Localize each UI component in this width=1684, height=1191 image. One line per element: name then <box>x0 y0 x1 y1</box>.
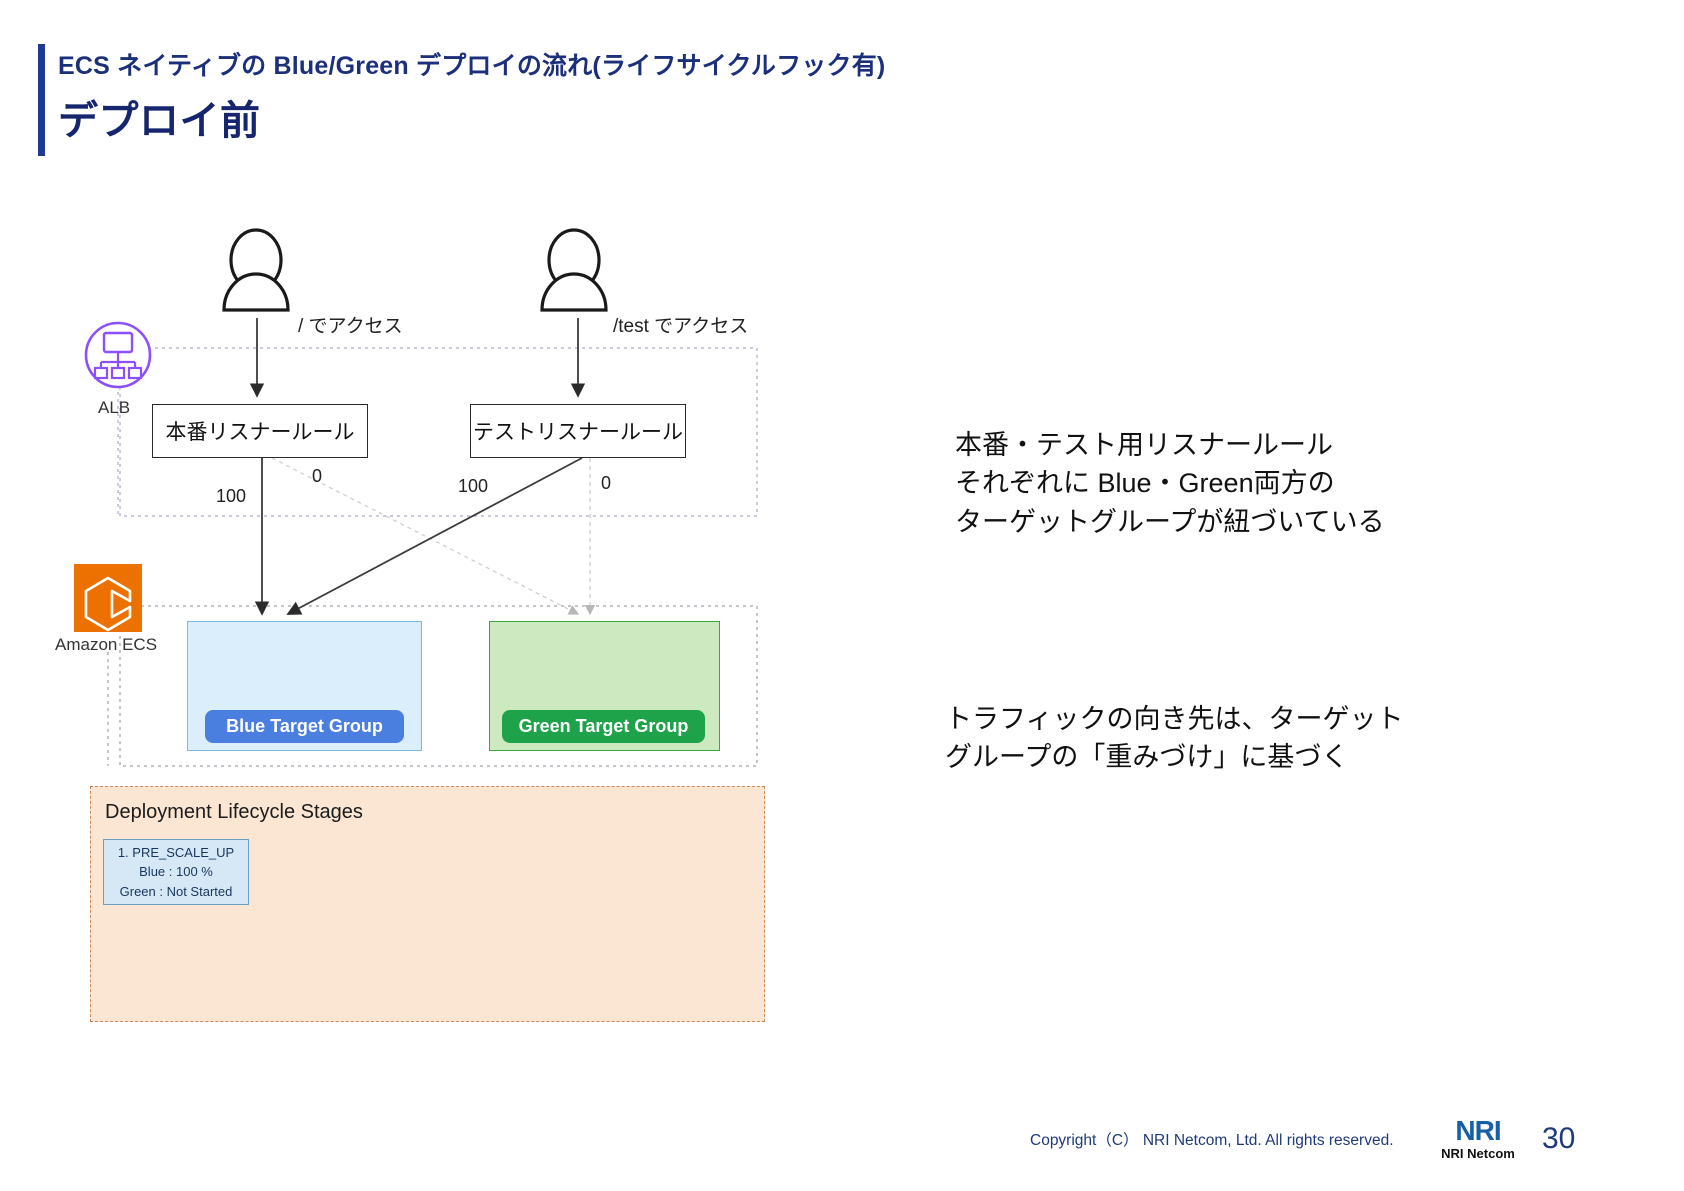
deployment-lifecycle-panel: Deployment Lifecycle Stages 1. PRE_SCALE… <box>90 786 765 1022</box>
caption-access-test: /test でアクセス <box>613 316 749 337</box>
nri-logo: NRI NRI Netcom <box>1428 1114 1528 1170</box>
arrow-test-to-blue <box>286 457 583 615</box>
note-traffic-weighting: トラフィックの向き先は、ターゲット グループの「重みづけ」に基づく <box>945 704 1404 773</box>
target-group-label-green[interactable]: Green Target Group <box>502 710 705 743</box>
listener-rule-test[interactable]: テストリスナールール <box>470 404 686 458</box>
weight-test-to-blue: 100 <box>458 476 489 496</box>
page-title: ECS ネイティブの Blue/Green デプロイの流れ(ライフサイクルフック… <box>38 44 1038 156</box>
listener-rule-production[interactable]: 本番リスナールール <box>152 404 368 458</box>
diagram-vectors <box>74 228 758 767</box>
user-icon-left <box>222 228 290 312</box>
nri-logo-mark: NRI <box>1455 1115 1501 1146</box>
arrow-prod-to-green <box>271 457 580 615</box>
target-group-label-blue[interactable]: Blue Target Group <box>205 710 404 743</box>
page-number: 30 <box>1542 1122 1576 1155</box>
copyright-text: Copyright（C） NRI Netcom, Ltd. All rights… <box>1030 1132 1394 1149</box>
stage-blue-status: Blue : 100 % <box>139 864 213 880</box>
stage-name: 1. PRE_SCALE_UP <box>117 844 235 860</box>
nri-logo-name: NRI Netcom <box>1441 1146 1515 1161</box>
weight-test-to-green: 0 <box>601 473 612 493</box>
weight-prod-to-green: 0 <box>312 466 323 486</box>
note-listener-rules: 本番・テスト用リスナールール それぞれに Blue・Green両方の ターゲット… <box>955 430 1385 537</box>
amazon-ecs-label: Amazon ECS <box>55 635 158 654</box>
ecs-boundary <box>119 605 758 767</box>
architecture-diagram: / でアクセス /test でアクセス ALB Amazon ECS 本番リスナ… <box>0 0 900 1060</box>
svg-text:NRI: NRI <box>1455 1115 1500 1146</box>
alb-boundary <box>119 347 758 517</box>
stage-green-status: Green : Not Started <box>119 883 233 899</box>
weight-prod-to-blue: 100 <box>216 486 247 506</box>
alb-icon <box>84 321 152 389</box>
alb-label: ALB <box>98 398 131 417</box>
lifecycle-panel-title: Deployment Lifecycle Stages <box>105 801 363 823</box>
user-icon-right <box>540 228 608 312</box>
title-heading: デプロイ前 <box>58 99 261 143</box>
lifecycle-stage-card[interactable]: 1. PRE_SCALE_UP Blue : 100 % Green : Not… <box>103 839 249 905</box>
amazon-ecs-icon <box>74 564 142 632</box>
title-accent-bar <box>38 44 45 156</box>
title-subtitle: ECS ネイティブの Blue/Green デプロイの流れ(ライフサイクルフック… <box>58 52 886 80</box>
caption-access-root: / でアクセス <box>298 316 403 337</box>
